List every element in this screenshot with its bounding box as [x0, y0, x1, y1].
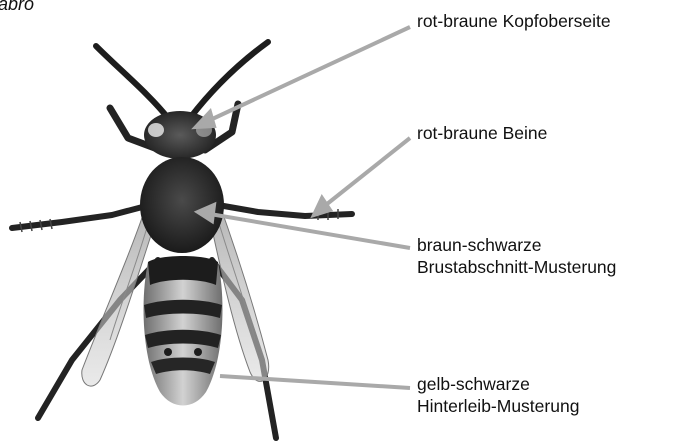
callout-abdomen-line-2: Hinterleib-Musterung — [417, 395, 579, 417]
callout-thorax-line-1: braun-schwarze — [417, 234, 616, 256]
callout-legs-line-1: rot-braune Beine — [417, 122, 547, 144]
callout-abdomen: gelb-schwarze Hinterleib-Musterung — [417, 373, 579, 417]
callout-head-line-1: rot-braune Kopfoberseite — [417, 10, 611, 32]
pointer-abdomen — [220, 376, 410, 388]
pointer-head — [208, 27, 410, 121]
pointer-thorax — [210, 214, 410, 248]
callout-legs: rot-braune Beine — [417, 122, 547, 144]
callout-head: rot-braune Kopfoberseite — [417, 10, 611, 32]
callout-abdomen-line-1: gelb-schwarze — [417, 373, 579, 395]
pointer-legs — [322, 138, 410, 208]
callout-thorax-line-2: Brustabschnitt-Musterung — [417, 256, 616, 278]
callout-thorax: braun-schwarze Brustabschnitt-Musterung — [417, 234, 616, 278]
abdomen — [144, 256, 223, 406]
